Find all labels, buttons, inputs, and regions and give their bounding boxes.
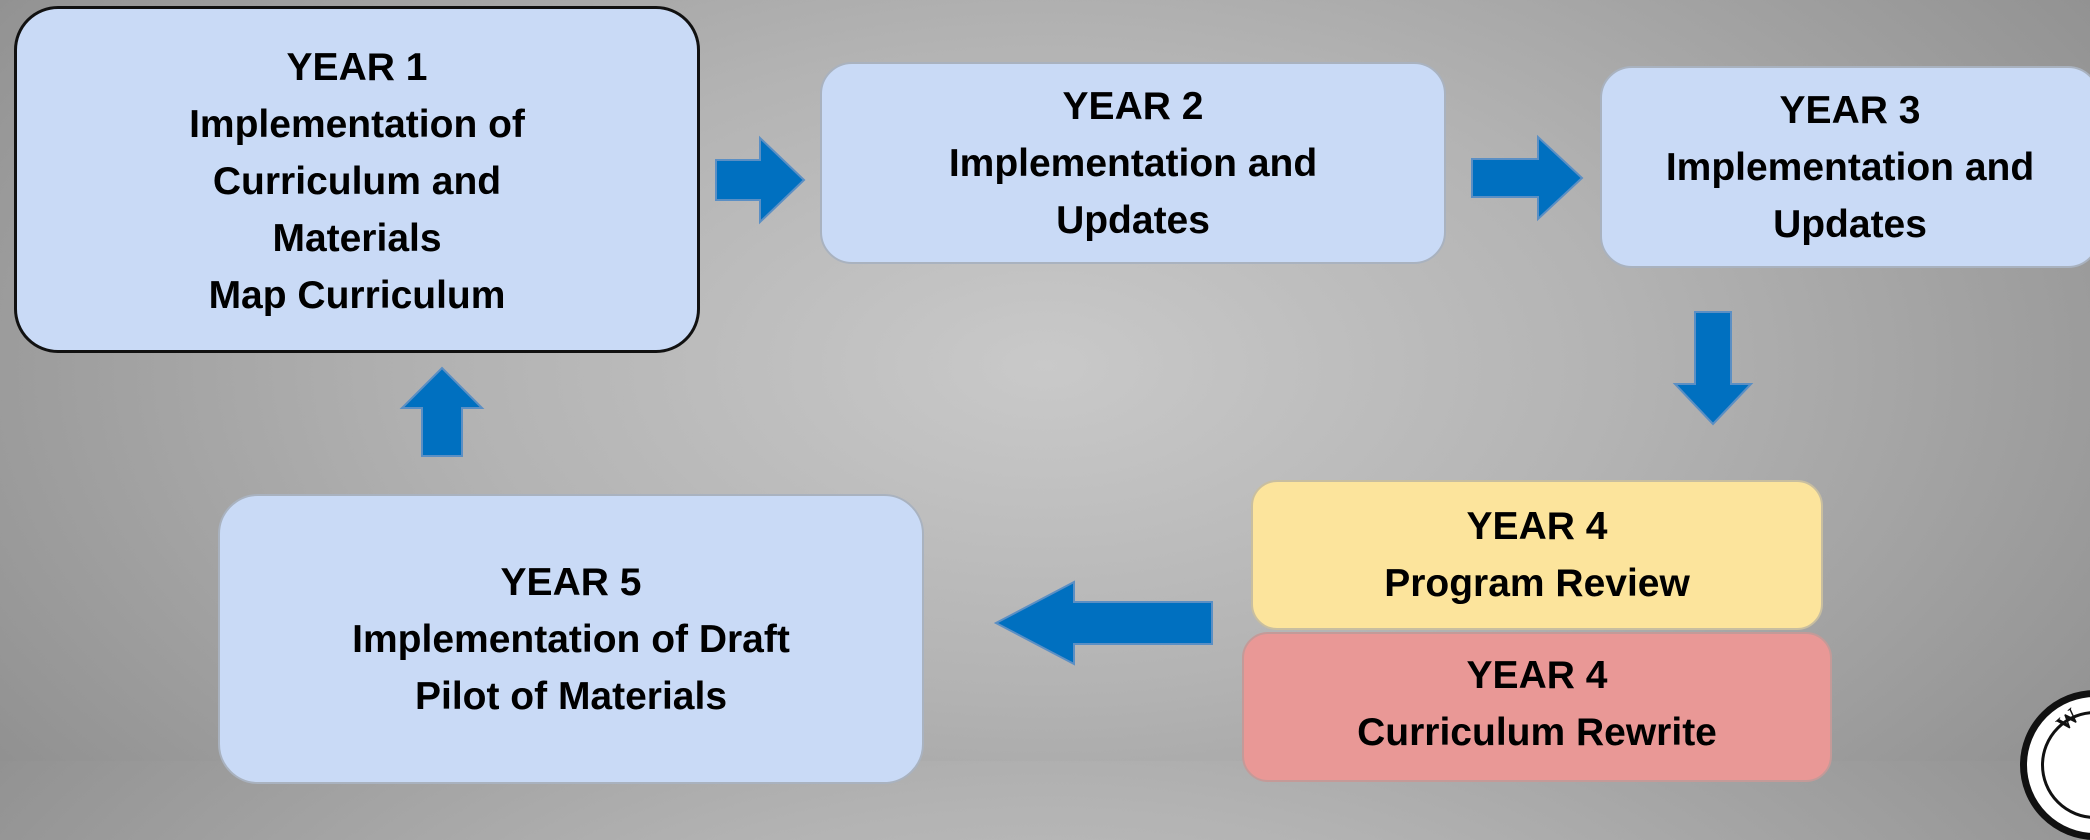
year-4-review-line-1: Program Review [1384, 562, 1690, 605]
year-4-program-review-box: YEAR 4 Program Review [1251, 480, 1823, 630]
year-1-box: YEAR 1 Implementation of Curriculum and … [14, 6, 700, 353]
year-1-line-2: Curriculum and [212, 160, 502, 203]
arrow-year4-to-year5 [993, 580, 1213, 666]
year-1-line-4: Map Curriculum [208, 274, 506, 317]
year-2-heading: YEAR 2 [1062, 84, 1204, 128]
year-5-box: YEAR 5 Implementation of Draft Pilot of … [218, 494, 924, 784]
year-2-box: YEAR 2 Implementation and Updates [820, 62, 1446, 264]
corner-seal-logo: W [2020, 690, 2090, 840]
year-1-line-3: Materials [272, 217, 442, 260]
year-4-review-heading: YEAR 4 [1466, 505, 1608, 548]
year-5-line-2: Pilot of Materials [414, 674, 728, 718]
year-1-line-1: Implementation of [189, 103, 525, 146]
year-4-rewrite-heading: YEAR 4 [1466, 654, 1608, 697]
year-4-curriculum-rewrite-box: YEAR 4 Curriculum Rewrite [1242, 632, 1832, 782]
arrow-year1-to-year2 [715, 135, 806, 225]
year-2-line-2: Updates [1056, 198, 1210, 242]
year-3-heading: YEAR 3 [1779, 88, 1921, 132]
year-3-line-2: Updates [1773, 202, 1927, 246]
year-1-heading: YEAR 1 [286, 46, 428, 89]
arrow-year5-to-year1 [399, 366, 485, 457]
arrow-year3-to-year4 [1672, 311, 1754, 426]
year-2-line-1: Implementation and [948, 141, 1318, 185]
year-5-heading: YEAR 5 [500, 560, 642, 604]
year-4-rewrite-line-1: Curriculum Rewrite [1357, 711, 1717, 754]
year-5-line-1: Implementation of Draft [352, 617, 790, 661]
year-3-box: YEAR 3 Implementation and Updates [1600, 66, 2090, 268]
arrow-year2-to-year3 [1471, 134, 1584, 222]
year-3-line-1: Implementation and [1665, 145, 2035, 189]
